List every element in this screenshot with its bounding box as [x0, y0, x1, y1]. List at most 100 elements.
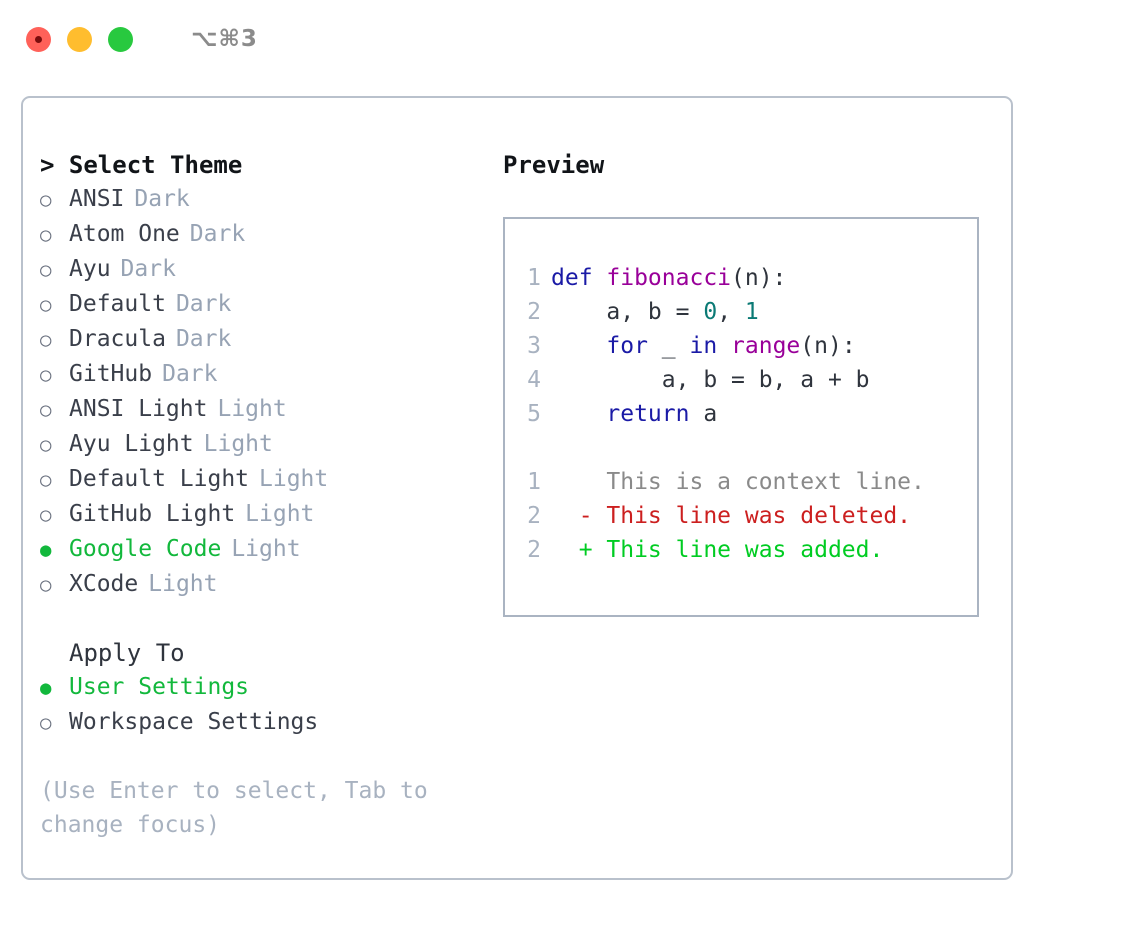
code-token: 1	[744, 299, 759, 325]
diff-line: 1 This is a context line.	[517, 465, 977, 499]
apply-option-workspace-settings[interactable]: ○ Workspace Settings	[40, 705, 503, 740]
diff-line-text: - This line was deleted.	[551, 503, 912, 529]
diff-line-text: + This line was added.	[551, 537, 884, 563]
line-number: 2	[527, 503, 541, 529]
option-label: Default Light	[69, 466, 250, 492]
option-label: ANSI	[69, 186, 125, 212]
apply-to-list[interactable]: ● User Settings ○ Workspace Settings	[40, 670, 503, 740]
code-token: (n):	[731, 265, 787, 291]
option-variant-badge: Light	[217, 396, 287, 422]
diff-block: 1 This is a context line.2 - This line w…	[517, 465, 977, 567]
line-number: 2	[527, 299, 541, 325]
radio-unselected-icon: ○	[40, 504, 52, 526]
theme-option-ansi[interactable]: ○ ANSI Dark	[40, 182, 503, 217]
option-variant-badge: Light	[231, 536, 301, 562]
radio-unselected-icon: ○	[40, 364, 52, 386]
option-label: GitHub	[69, 361, 153, 387]
apply-option-user-settings[interactable]: ● User Settings	[40, 670, 503, 705]
option-variant-badge: Light	[203, 431, 273, 457]
minimize-button[interactable]	[67, 26, 92, 52]
option-label: Google Code	[69, 536, 222, 562]
code-line-text: def fibonacci(n):	[551, 261, 786, 295]
keyboard-hint-text: (Use Enter to select, Tab to change focu…	[40, 778, 428, 838]
option-variant-badge: Dark	[189, 221, 246, 247]
code-token: fibonacci	[606, 265, 732, 291]
list-spacer	[40, 602, 503, 636]
radio-unselected-icon: ○	[40, 712, 52, 734]
option-variant-badge: Light	[245, 501, 315, 527]
code-line-text: a, b = 0, 1	[551, 295, 759, 329]
diff-line: 2 + This line was added.	[517, 533, 977, 567]
code-token: a, b =	[606, 299, 704, 325]
option-variant-badge: Light	[148, 571, 218, 597]
option-variant-badge: Dark	[134, 186, 190, 212]
theme-option-google-code[interactable]: ● Google Code Light	[40, 532, 503, 567]
theme-option-ayu[interactable]: ○ Ayu Dark	[40, 252, 503, 287]
diff-line: 2 - This line was deleted.	[517, 499, 977, 533]
option-variant-badge: Dark	[162, 361, 218, 387]
theme-option-github-light[interactable]: ○ GitHub Light Light	[40, 497, 503, 532]
line-number: 2	[527, 537, 541, 563]
title-bar: ⌥⌘3	[0, 0, 1140, 78]
option-variant-badge: Dark	[175, 291, 232, 317]
code-line-text: return a	[551, 397, 717, 431]
theme-option-atom-one[interactable]: ○ Atom One Dark	[40, 217, 503, 252]
theme-option-ayu-light[interactable]: ○ Ayu Light Light	[40, 427, 503, 462]
radio-unselected-icon: ○	[40, 399, 52, 421]
option-label: Workspace Settings	[69, 709, 319, 735]
code-line-text: a, b = b, a + b	[551, 363, 870, 397]
code-line: 2 a, b = 0, 1	[517, 295, 977, 329]
code-line: 3 for _ in range(n):	[517, 329, 977, 363]
close-button[interactable]	[26, 26, 51, 52]
keyboard-shortcut-label: ⌥⌘3	[191, 26, 258, 52]
option-label: User Settings	[69, 674, 250, 700]
option-label: XCode	[69, 571, 139, 597]
window-controls	[26, 26, 133, 52]
option-label: Atom One	[69, 221, 180, 247]
zoom-button[interactable]	[108, 26, 133, 52]
radio-unselected-icon: ○	[40, 469, 52, 491]
code-token: in	[689, 333, 732, 359]
option-variant-badge: Light	[259, 466, 329, 492]
code-line: 4 a, b = b, a + b	[517, 363, 977, 397]
code-token: ,	[717, 299, 745, 325]
radio-unselected-icon: ○	[40, 224, 52, 246]
code-token: a, b = b, a + b	[661, 367, 870, 393]
option-label: Ayu	[69, 256, 111, 282]
radio-unselected-icon: ○	[40, 329, 52, 351]
option-label: Default	[69, 291, 166, 317]
option-label: GitHub Light	[69, 501, 236, 527]
line-number: 4	[527, 367, 541, 393]
radio-unselected-icon: ○	[40, 189, 52, 211]
code-diff-separator	[517, 431, 977, 465]
radio-unselected-icon: ○	[40, 434, 52, 456]
option-label: ANSI Light	[69, 396, 208, 422]
select-theme-header: > Select Theme	[40, 151, 243, 179]
code-token: return	[606, 401, 704, 427]
radio-unselected-icon: ○	[40, 259, 52, 281]
radio-selected-icon: ●	[40, 677, 52, 699]
option-label: Ayu Light	[69, 431, 194, 457]
option-variant-badge: Dark	[120, 256, 176, 282]
theme-option-default-light[interactable]: ○ Default Light Light	[40, 462, 503, 497]
line-number: 3	[527, 333, 541, 359]
theme-option-ansi-light[interactable]: ○ ANSI Light Light	[40, 392, 503, 427]
code-line: 5 return a	[517, 397, 977, 431]
code-token: a	[703, 401, 718, 427]
radio-selected-icon: ●	[40, 539, 52, 561]
option-label: Dracula	[69, 326, 166, 352]
code-token: 0	[703, 299, 718, 325]
code-token: for	[606, 333, 662, 359]
theme-option-github[interactable]: ○ GitHub Dark	[40, 357, 503, 392]
